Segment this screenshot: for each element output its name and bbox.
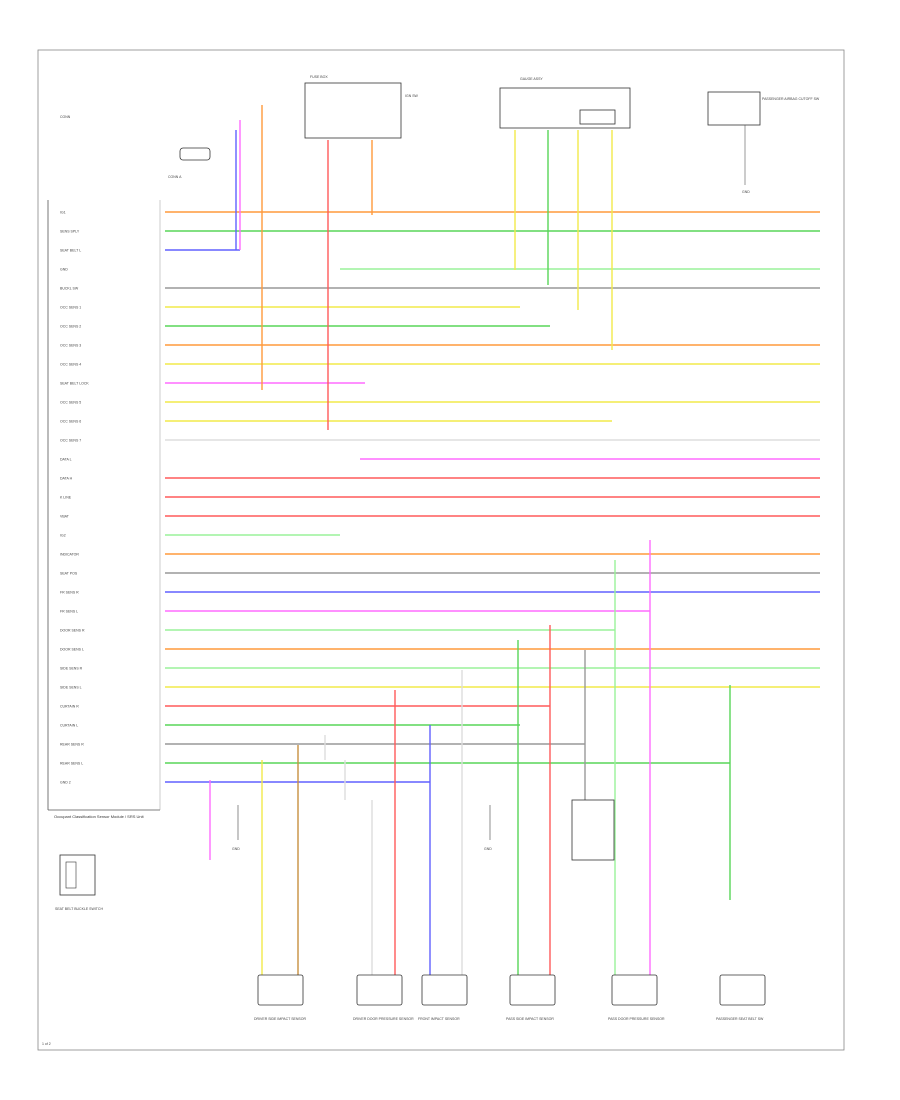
pin-label: GND bbox=[60, 268, 68, 272]
pin-label: FR SENS L bbox=[60, 610, 78, 614]
bottom-sensor: PASS DOOR PRESSURE SENSOR bbox=[608, 974, 665, 1021]
pin-label: OCC SENS 4 bbox=[60, 363, 81, 367]
bottom-sensor: DRIVER DOOR PRESSURE SENSOR bbox=[353, 974, 414, 1021]
bottom-sensor: DRIVER SIDE IMPACT SENSOR bbox=[254, 974, 306, 1021]
pin-label: FR SENS R bbox=[60, 591, 79, 595]
ground-symbol-left: GND bbox=[232, 805, 240, 851]
pin-label: K LINE bbox=[60, 496, 72, 500]
horizontal-wires bbox=[165, 211, 820, 783]
pin-label: DATA L bbox=[60, 458, 72, 462]
svg-text:SEAT BELT BUCKLE SWITCH: SEAT BELT BUCKLE SWITCH bbox=[55, 907, 103, 911]
pin-label: BUCKL SW bbox=[60, 287, 79, 291]
svg-text:GAUGE ASSY: GAUGE ASSY bbox=[520, 77, 543, 81]
seat-belt-buckle-switch: SEAT BELT BUCKLE SWITCH bbox=[55, 854, 103, 911]
pin-label: OCC SENS 1 bbox=[60, 306, 81, 310]
sensor-label: PASS SIDE IMPACT SENSOR bbox=[506, 1017, 554, 1021]
sensor-label: FRONT IMPACT SENSOR bbox=[418, 1017, 460, 1021]
ground-symbol-middle: GND bbox=[484, 805, 492, 851]
diagram-border bbox=[37, 49, 845, 1051]
vertical-wires bbox=[209, 105, 731, 975]
pin-label: VBAT bbox=[60, 515, 70, 519]
pin-label: SEAT POS bbox=[60, 572, 78, 576]
pin-label: GND 2 bbox=[60, 781, 71, 785]
pin-label: OCC SENS 6 bbox=[60, 420, 81, 424]
pin-label: OCC SENS 7 bbox=[60, 439, 81, 443]
svg-text:FUSE BOX: FUSE BOX bbox=[310, 75, 328, 79]
gauge-assembly: GAUGE ASSY bbox=[499, 77, 631, 129]
pin-label: OCC SENS 3 bbox=[60, 344, 81, 348]
airbag-cutoff-switch: PASSENGER AIRBAG CUTOFF SW GND bbox=[707, 91, 820, 194]
pin-label: INDICATOR bbox=[60, 553, 79, 557]
svg-text:CONN: CONN bbox=[60, 115, 71, 119]
pin-label: SIDE SENS R bbox=[60, 667, 83, 671]
top-left-connector: CONN CONN A bbox=[60, 115, 211, 179]
fuse-box: FUSE BOX IGN SW bbox=[304, 75, 419, 139]
pin-label: REAR SENS R bbox=[60, 743, 84, 747]
pin-label: SEAT BELT LOCK bbox=[60, 382, 89, 386]
pin-label: DATA H bbox=[60, 477, 73, 481]
pin-label: IG2 bbox=[60, 534, 66, 538]
pin-label: SEAT BELT L bbox=[60, 249, 81, 253]
sensor-label: PASS DOOR PRESSURE SENSOR bbox=[608, 1017, 665, 1021]
sensor-label: DRIVER SIDE IMPACT SENSOR bbox=[254, 1017, 306, 1021]
bottom-sensor: PASSENGER SEAT BELT SW bbox=[716, 974, 766, 1021]
bottom-sensor: PASS SIDE IMPACT SENSOR bbox=[506, 974, 556, 1021]
pin-label: CURTAIN L bbox=[60, 724, 78, 728]
pin-label: OCC SENS 5 bbox=[60, 401, 81, 405]
pin-label: CURTAIN R bbox=[60, 705, 79, 709]
svg-text:GND: GND bbox=[232, 847, 240, 851]
page-reference: 1 of 2 bbox=[42, 1042, 51, 1046]
middle-junction-box bbox=[571, 799, 615, 861]
svg-text:GND: GND bbox=[484, 847, 492, 851]
pin-label: IG1 bbox=[60, 211, 66, 215]
svg-text:CONN A: CONN A bbox=[168, 175, 182, 179]
bottom-sensor: FRONT IMPACT SENSOR bbox=[418, 974, 468, 1021]
pin-label: SENS SPLY bbox=[60, 230, 80, 234]
bottom-sensors: DRIVER SIDE IMPACT SENSOR DRIVER DOOR PRE… bbox=[254, 974, 766, 1021]
sensor-label: PASSENGER SEAT BELT SW bbox=[716, 1017, 764, 1021]
pin-label: SIDE SENS L bbox=[60, 686, 82, 690]
svg-text:IGN SW: IGN SW bbox=[405, 94, 419, 98]
sensor-label: DRIVER DOOR PRESSURE SENSOR bbox=[353, 1017, 414, 1021]
pin-label: REAR SENS L bbox=[60, 762, 83, 766]
pin-label: OCC SENS 2 bbox=[60, 325, 81, 329]
svg-text:PASSENGER AIRBAG CUTOFF SW: PASSENGER AIRBAG CUTOFF SW bbox=[762, 97, 820, 101]
svg-text:GND: GND bbox=[742, 190, 750, 194]
main-module-label: Occupant Classification Sensor Module / … bbox=[54, 814, 144, 819]
pin-label: DOOR SENS L bbox=[60, 648, 84, 652]
pin-label: DOOR SENS R bbox=[60, 629, 85, 633]
